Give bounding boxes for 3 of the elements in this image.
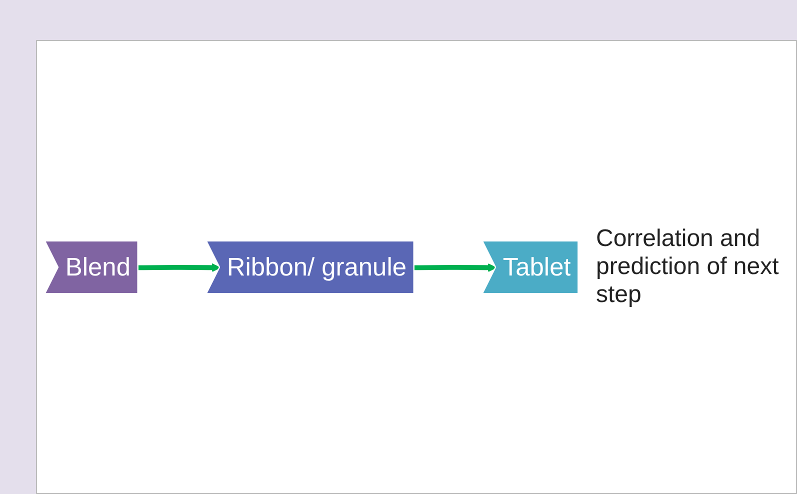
annotation-text: Correlation and prediction of next step [596,225,780,309]
arrow [414,263,496,272]
arrow [138,263,220,272]
